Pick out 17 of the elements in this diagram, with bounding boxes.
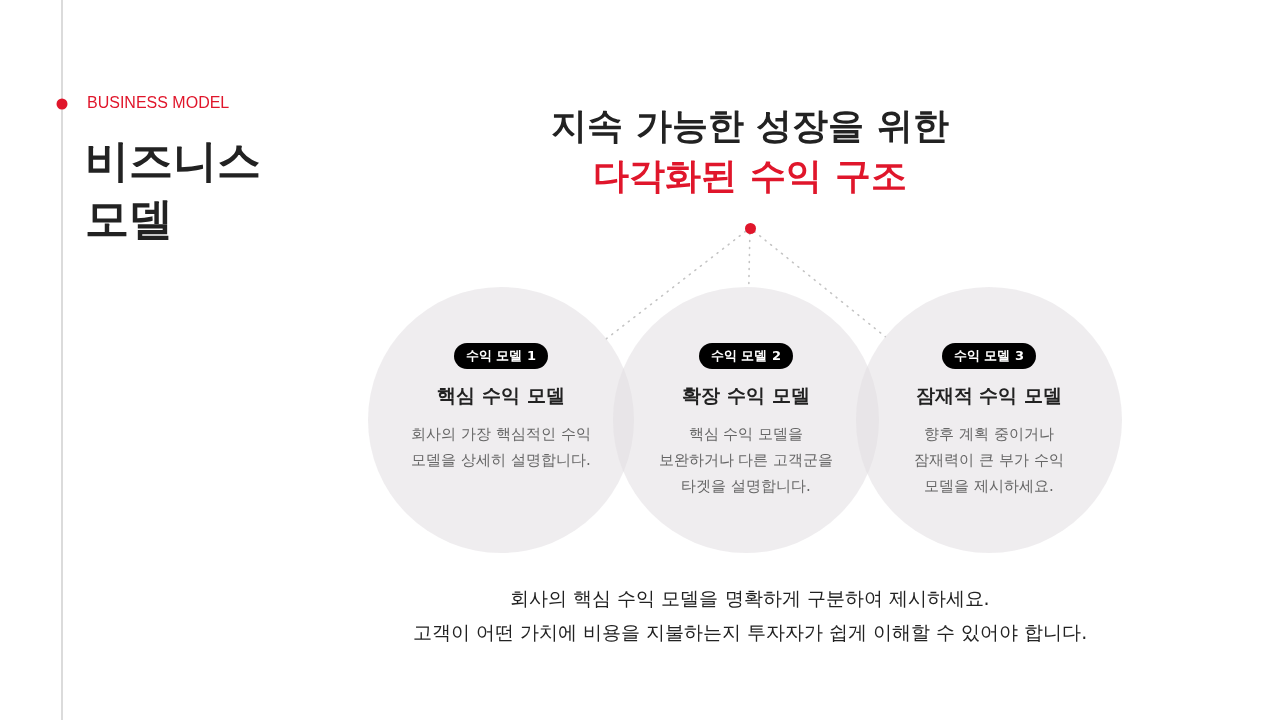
dotted-line bbox=[753, 230, 887, 338]
description-text: 핵심 수익 모델을 보완하거나 다른 고객군을 타겟을 설명합니다. bbox=[657, 424, 835, 497]
circle-heading: 잠재적 수익 모델 bbox=[914, 383, 1064, 408]
headline: 다각화된 수익 구조 bbox=[592, 154, 908, 198]
description-text: 회사의 가장 핵심적인 수익 모델을 상세히 설명합니다. bbox=[411, 424, 591, 471]
badge: 수익 모델 3 bbox=[941, 343, 1037, 369]
dotted-line bbox=[605, 230, 747, 340]
circle-heading: 확장 수익 모델 bbox=[681, 383, 811, 408]
note-text: 고객이 어떤 가치에 비용을 지불하는지 투자자가 쉽게 이해할 수 있어야 합니다. bbox=[411, 620, 1089, 645]
note-text: 회사의 핵심 수익 모델을 명확하게 구분하여 제시하세요. bbox=[509, 586, 991, 611]
badge: 수익 모델 1 bbox=[453, 343, 549, 369]
section-label: BUSINESS MODEL bbox=[87, 94, 230, 112]
badge: 수익 모델 2 bbox=[698, 343, 794, 369]
slide-title: 비즈니스 모델 bbox=[85, 134, 262, 246]
description-text: 향후 계획 중이거나 잠재력이 큰 부가 수익 모델을 제시하세요. bbox=[913, 424, 1065, 497]
circle-heading: 핵심 수익 모델 bbox=[436, 383, 566, 408]
headline: 지속 가능한 성장을 위한 bbox=[550, 104, 950, 148]
